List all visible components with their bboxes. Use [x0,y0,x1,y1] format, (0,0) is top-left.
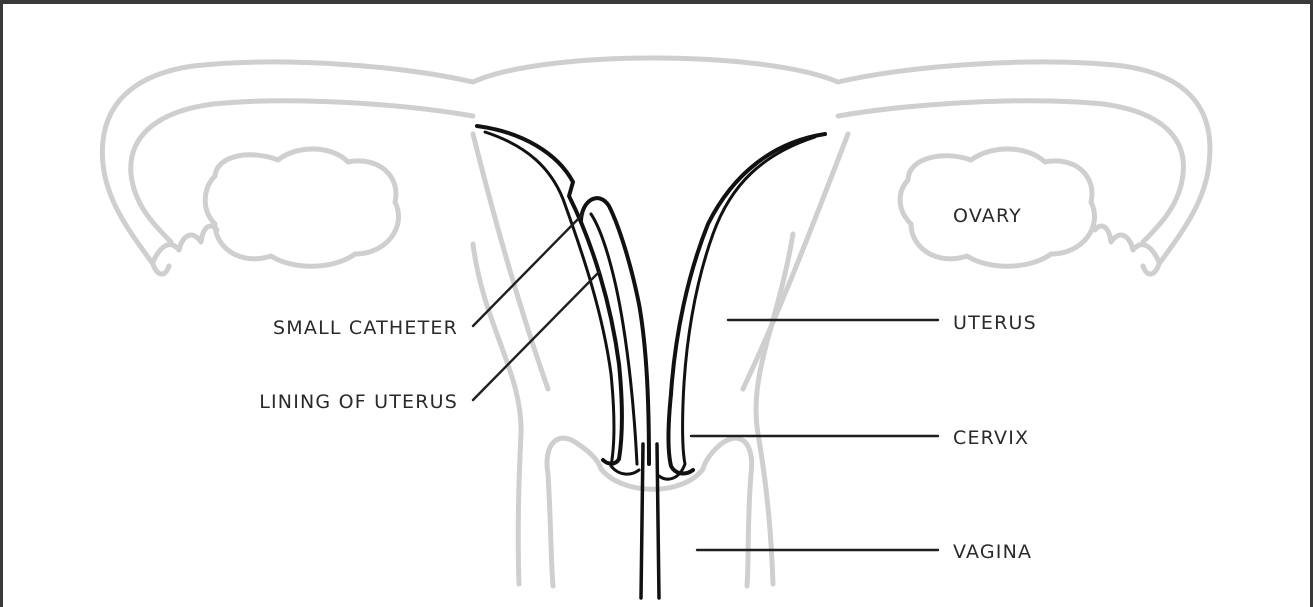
right-fallopian-tube-outer [838,62,1210,274]
uterine-lining [477,126,825,479]
label-ovary: OVARY [953,205,1022,227]
label-uterus: UTERUS [953,312,1037,334]
vagina-inner-right [703,444,721,469]
left-fallopian-tube-outer [102,62,473,274]
label-small-catheter: SMALL CATHETER [273,317,458,339]
lining-left-inner [485,132,639,474]
cervix-outline [547,438,578,586]
catheter-shaft-left [641,444,643,598]
uterus-lower-left [473,244,521,584]
left-ovary [205,149,398,266]
vagina-inner-left [578,444,601,469]
small-catheter-leader [473,214,583,326]
uterus-fundus-outline [473,58,838,82]
lining-of-uterus-leader [473,272,599,400]
uterus-right-wall [743,134,848,389]
left-fallopian-tube-inner [131,101,473,242]
lining-right-outer [668,134,825,473]
label-vagina: VAGINA [953,541,1032,563]
label-cervix: CERVIX [953,427,1029,449]
uterus-catheter-diagram: SMALL CATHETER LINING OF UTERUS OVARY UT… [3,4,1310,607]
right-fimbriae [1095,226,1159,262]
leader-lines [473,214,938,550]
label-lining-of-uterus: LINING OF UTERUS [259,391,458,413]
cervix-outline-right [721,438,752,586]
catheter-shaft-right [657,444,659,598]
